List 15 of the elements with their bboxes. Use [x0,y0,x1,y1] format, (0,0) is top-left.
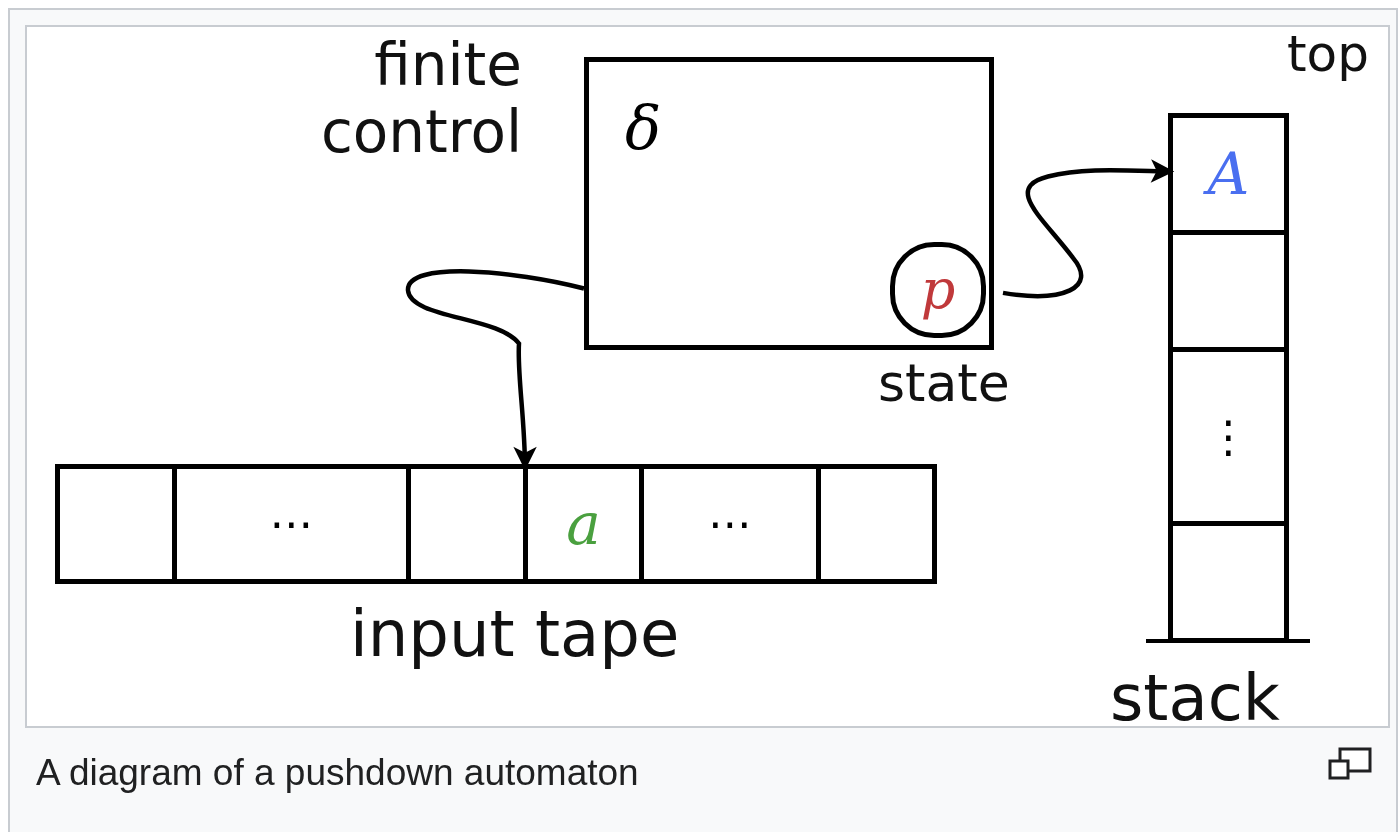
ellipsis-dots: ⋯ [269,502,314,546]
cell-symbol: a [566,495,601,553]
node-label: state [878,354,1010,414]
delta-symbol: δ [625,98,662,158]
caption: A diagram of a pushdown automaton [36,752,639,794]
ellipsis-dots: ⋯ [708,502,752,546]
node-label: stack [1110,662,1280,736]
node-label: top [1287,26,1369,84]
ellipsis-dots: ⋮ [1206,414,1251,459]
stack-column [1168,113,1289,643]
node-label: finite control [319,32,522,166]
input-tape [55,464,937,584]
node-label: input tape [350,598,680,672]
curved-arrow [1002,159,1175,299]
finite-control-box [584,57,994,350]
